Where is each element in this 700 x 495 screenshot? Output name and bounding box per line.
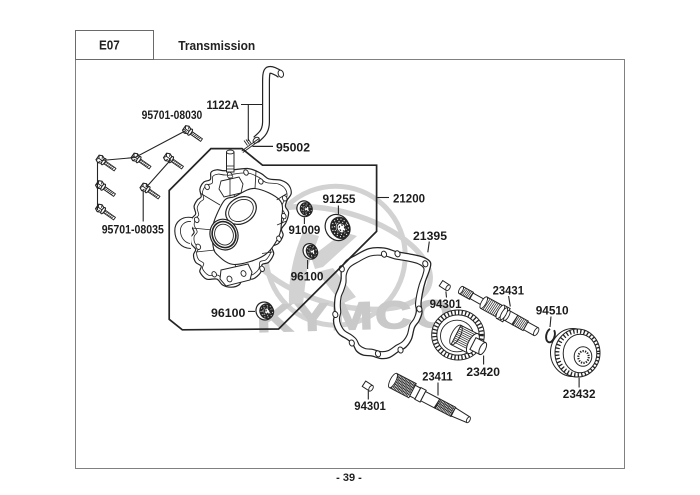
svg-text:96100: 96100: [291, 270, 324, 284]
svg-text:91009: 91009: [289, 223, 321, 237]
svg-text:23411: 23411: [422, 370, 452, 384]
svg-text:Transmission: Transmission: [178, 38, 255, 53]
svg-text:23432: 23432: [563, 387, 596, 401]
svg-text:95002: 95002: [276, 140, 310, 154]
svg-text:- 39 -: - 39 -: [336, 472, 362, 484]
svg-text:23431: 23431: [493, 283, 525, 297]
svg-text:91255: 91255: [323, 192, 356, 206]
svg-text:KYMCO: KYMCO: [256, 293, 456, 341]
svg-text:21395: 21395: [413, 229, 447, 243]
svg-text:96100: 96100: [211, 306, 246, 320]
svg-text:95701-08030: 95701-08030: [142, 108, 203, 122]
svg-text:1122A: 1122A: [207, 98, 240, 112]
svg-text:23420: 23420: [466, 365, 500, 379]
svg-text:95701-08035: 95701-08035: [102, 222, 164, 236]
svg-text:21200: 21200: [393, 192, 425, 206]
svg-text:E07: E07: [99, 38, 120, 53]
svg-text:94301: 94301: [354, 399, 386, 413]
svg-text:94301: 94301: [430, 297, 462, 311]
svg-text:94510: 94510: [536, 303, 569, 317]
